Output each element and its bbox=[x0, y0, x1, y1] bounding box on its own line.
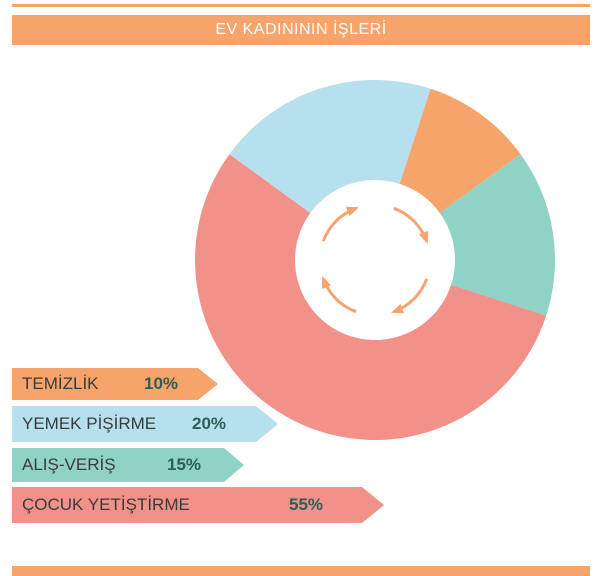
legend-label-yemek-pisirme: YEMEK PİŞİRME bbox=[22, 414, 157, 433]
legend-item-temizlik: TEMİZLİK 10% bbox=[12, 368, 218, 400]
chart-title: EV KADINININ İŞLERİ bbox=[215, 21, 387, 38]
legend-item-alis-veris: ALIŞ-VERİŞ 15% bbox=[12, 448, 244, 482]
donut-chart bbox=[195, 79, 555, 440]
title-bar: EV KADINININ İŞLERİ bbox=[12, 15, 590, 45]
cycle-arrow-head-icon bbox=[345, 206, 359, 217]
cycle-arrow-head-icon bbox=[321, 276, 332, 290]
legend-arrow-temizlik bbox=[12, 368, 218, 400]
donut-slice-yemek-pisirme bbox=[229, 79, 431, 213]
legend-item-cocuk-yetistirme: ÇOCUK YETİŞTİRME 55% bbox=[12, 487, 384, 523]
donut-slice-temizlik bbox=[399, 88, 521, 213]
cycle-arrow-head-icon bbox=[391, 303, 405, 314]
legend-arrow-alis-veris bbox=[12, 448, 244, 482]
data-label-cocuk-yetistirme: 55% bbox=[289, 495, 324, 514]
donut-slice-alis-veris bbox=[439, 154, 555, 316]
cycle-arrow-head-icon bbox=[418, 230, 429, 244]
data-label-alis-veris: 15% bbox=[167, 455, 202, 474]
legend-arrow-yemek-pisirme bbox=[12, 406, 278, 442]
legend-label-alis-veris: ALIŞ-VERİŞ bbox=[22, 455, 116, 474]
legend-label-cocuk-yetistirme: ÇOCUK YETİŞTİRME bbox=[22, 495, 190, 514]
donut-slice-cocuk-yetistirme bbox=[195, 154, 547, 440]
data-label-yemek-pisirme: 20% bbox=[192, 414, 227, 433]
legend-item-yemek-pisirme: YEMEK PİŞİRME 20% bbox=[12, 406, 278, 442]
data-label-temizlik: 10% bbox=[144, 374, 179, 393]
legend-arrow-cocuk-yetistirme bbox=[12, 487, 384, 523]
bottom-divider bbox=[12, 566, 590, 576]
legend-label-temizlik: TEMİZLİK bbox=[22, 374, 99, 393]
top-divider bbox=[12, 4, 590, 7]
